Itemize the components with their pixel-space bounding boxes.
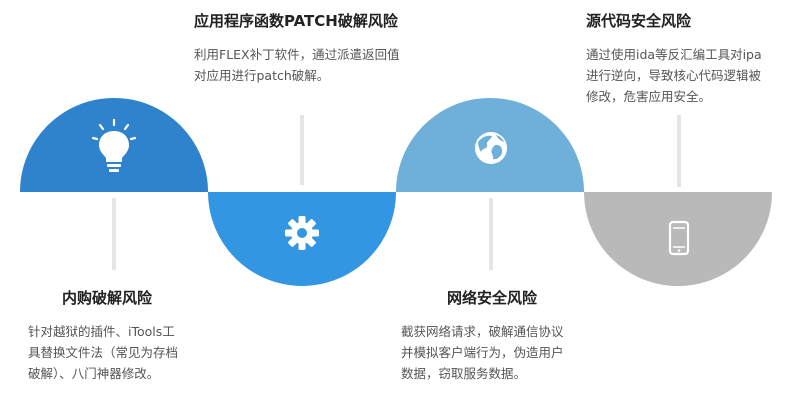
- stage3-desc-line: 截获网络请求，破解通信协议: [401, 324, 564, 339]
- stage2-desc-line: 利用FLEX补丁软件，通过派遣返回值: [194, 47, 400, 62]
- smartphone-icon: [668, 220, 690, 256]
- stage1-description: 针对越狱的插件、iTools工 具替换文件法（常见为存档 破解）、八门神器修改。: [28, 321, 218, 384]
- stage4-desc-line: 通过使用ida等反汇编工具对ipa: [586, 47, 762, 62]
- connector-stage2: [300, 115, 304, 185]
- stage4-desc-line: 修改，危害应用安全。: [586, 89, 712, 104]
- lightbulb-icon: [91, 118, 137, 172]
- stage2-desc-line: 对应用进行patch破解。: [194, 68, 330, 83]
- connector-stage3: [489, 198, 493, 270]
- stage3-description: 截获网络请求，破解通信协议 并模拟客户端行为，伪造用户 数据，窃取服务数据。: [401, 321, 601, 384]
- stage4-description: 通过使用ida等反汇编工具对ipa 进行逆向，导致核心代码逻辑被 修改，危害应用…: [586, 44, 796, 107]
- stage2-title: 应用程序函数PATCH破解风险: [194, 12, 398, 30]
- stage4-desc-line: 进行逆向，导致核心代码逻辑被: [586, 68, 762, 83]
- stage4-title: 源代码安全风险: [586, 12, 692, 30]
- stage3-desc-line: 并模拟客户端行为，伪造用户: [401, 345, 564, 360]
- globe-icon: [475, 132, 507, 164]
- connector-stage1: [112, 198, 116, 270]
- stage2-description: 利用FLEX补丁软件，通过派遣返回值 对应用进行patch破解。: [194, 44, 444, 86]
- stage1-title: 内购破解风险: [62, 289, 153, 307]
- connector-stage4: [677, 115, 681, 187]
- gear-icon: [285, 216, 319, 250]
- stage1-desc-line: 破解）、八门神器修改。: [28, 366, 160, 381]
- stage1-desc-line: 具替换文件法（常见为存档: [28, 345, 179, 360]
- stage4-half-disc: [584, 192, 772, 286]
- stage3-desc-line: 数据，窃取服务数据。: [401, 366, 527, 381]
- stage1-desc-line: 针对越狱的插件、iTools工: [28, 324, 175, 339]
- stage3-title: 网络安全风险: [447, 289, 538, 307]
